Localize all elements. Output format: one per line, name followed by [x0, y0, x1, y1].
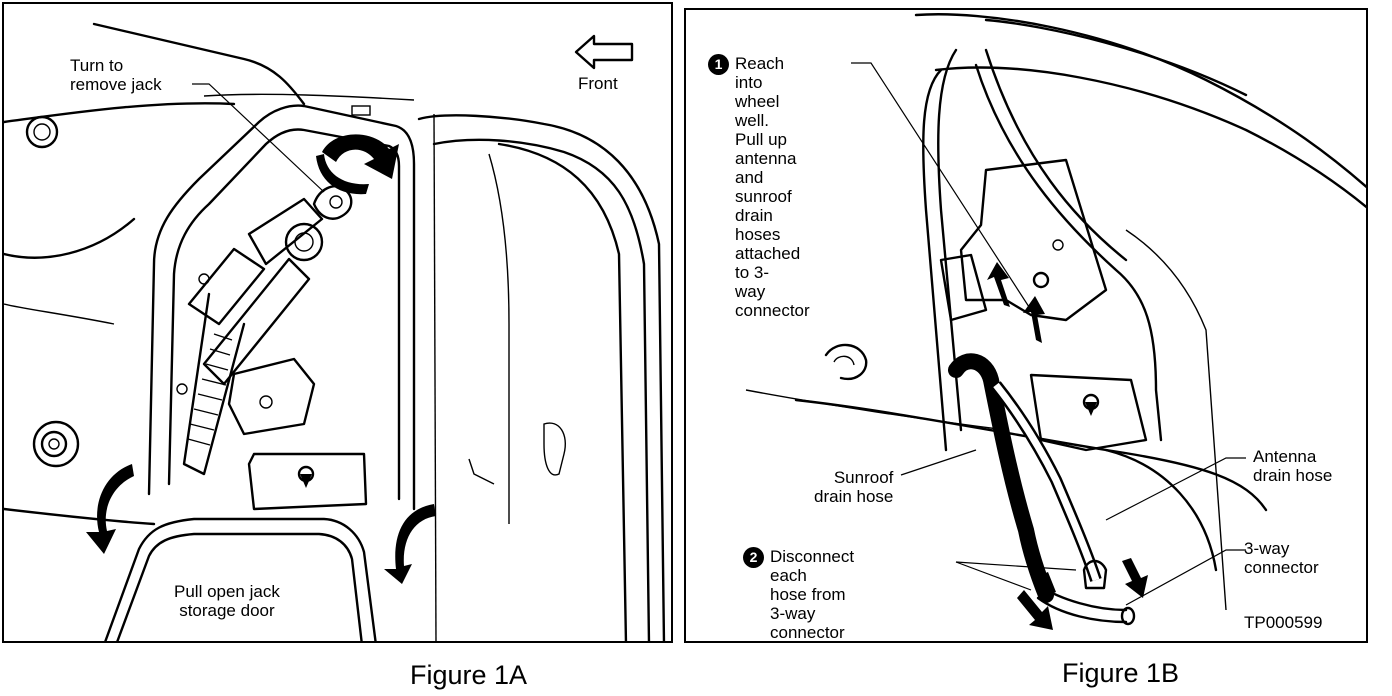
step-2-number-badge: 2 — [743, 547, 764, 568]
step-1-text: Reach into wheel well. Pull up antenna a… — [735, 54, 810, 320]
label-turn-to-remove-jack: Turn to remove jack — [70, 56, 162, 94]
figure-1a-panel: Turn to remove jack Front Pull open jack… — [2, 2, 673, 643]
caption-figure-1b: Figure 1B — [1062, 658, 1180, 688]
label-pull-open-door: Pull open jack storage door — [174, 582, 280, 620]
step-2-text: Disconnect each hose from 3-way connecto… — [770, 547, 855, 642]
drain-hose-illustration — [745, 13, 1366, 630]
jack-compartment-illustration — [4, 22, 666, 641]
label-front: Front — [578, 74, 618, 93]
figure-1b-panel: 1 Reach into wheel well. Pull up antenna … — [684, 8, 1368, 643]
step-1-number-badge: 1 — [708, 54, 729, 75]
step-2-label: 2 Disconnect each hose from 3-way connect… — [743, 547, 854, 641]
caption-figure-1a: Figure 1A — [410, 660, 528, 690]
document-code: TP000599 — [1244, 613, 1323, 632]
label-3-way-connector: 3-way connector — [1244, 539, 1319, 577]
step-1-label: 1 Reach into wheel well. Pull up antenna … — [708, 54, 810, 320]
label-sunroof-drain-hose: Sunroof drain hose — [814, 468, 894, 506]
label-antenna-drain-hose: Antenna drain hose — [1253, 447, 1333, 485]
jack — [176, 185, 353, 476]
